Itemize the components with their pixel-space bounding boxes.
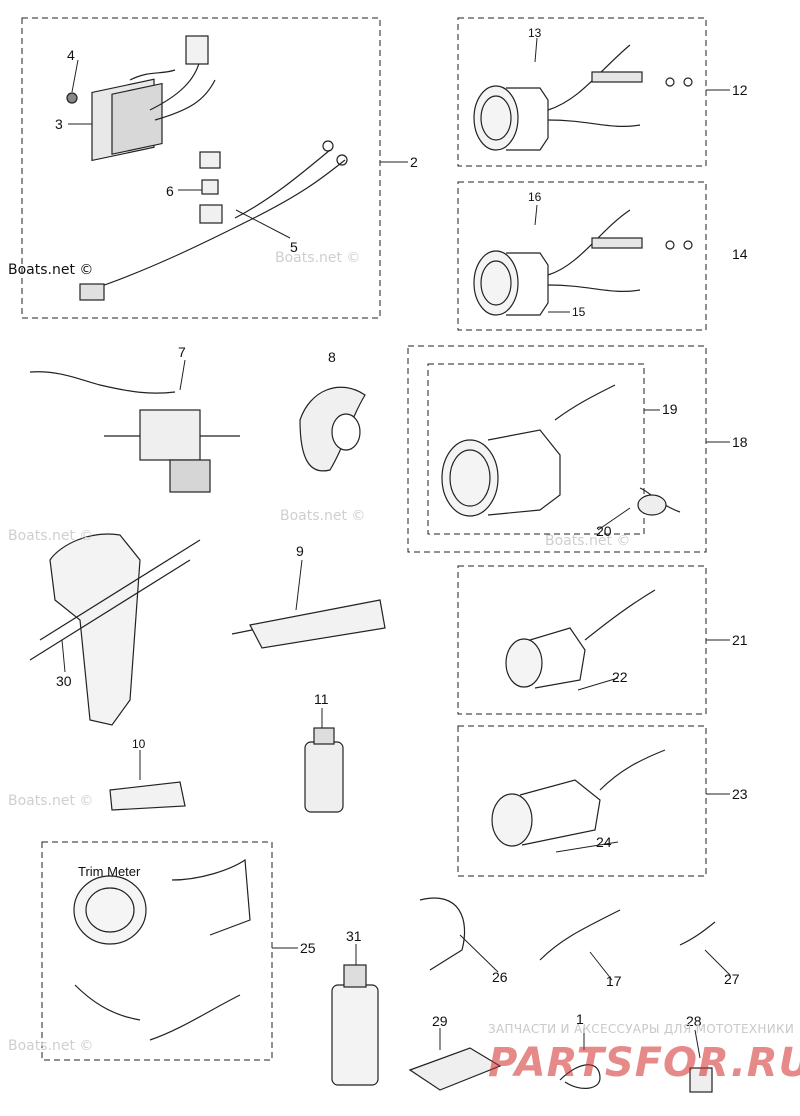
callout-22: 22 [612,669,628,685]
callout-12: 12 [732,82,748,98]
watermark-5: Boats.net © [8,793,93,809]
callout-26: 26 [492,969,508,985]
callout-20: 20 [596,523,612,539]
callout-15: 15 [572,305,586,319]
callout-23: 23 [732,786,748,802]
callout-18: 18 [732,434,748,450]
gauge-18-drawing [441,384,681,517]
callout-10: 10 [132,737,146,751]
watermark-4: Boats.net © [280,508,365,524]
callout-25: 25 [300,940,316,956]
rectifier-harness-drawing [66,35,348,301]
callout-30: 30 [56,673,72,689]
partsfor-brand-watermark: ЗАПЧАСТИ И АКСЕССУАРЫ ДЛЯ МОТОТЕХНИКИ PA… [488,1018,800,1098]
callout-27: 27 [724,971,740,987]
callout-21: 21 [732,632,748,648]
callout-19: 19 [662,401,678,417]
misc-parts-drawing [29,371,716,1093]
callout-17: 17 [606,973,622,989]
leader-lines [61,37,731,1059]
watermark-7: Boats.net © [8,1038,93,1054]
box-item-21 [457,565,707,715]
callout-4: 4 [67,47,75,63]
brand-tagline: ЗАПЧАСТИ И АКСЕССУАРЫ ДЛЯ МОТОТЕХНИКИ [488,1022,795,1036]
box-item-19 [427,363,645,535]
watermark-6: Boats.net © [545,533,630,549]
watermark-3: Boats.net © [8,528,93,544]
callout-2: 2 [410,154,418,170]
callout-8: 8 [328,349,336,365]
callout-29: 29 [432,1013,448,1029]
callout-7: 7 [178,344,186,360]
callouts: 1 2 3 4 5 6 7 8 9 10 11 12 13 14 15 16 1… [55,26,748,1029]
callout-6: 6 [166,183,174,199]
callout-14: 14 [732,246,748,262]
callout-1: 1 [576,1011,584,1027]
box-item-23 [457,725,707,877]
box-item-25 [41,841,273,1061]
box-item-2 [21,17,381,319]
watermark-2: Boats.net © [275,250,360,266]
callout-9: 9 [296,543,304,559]
callout-31: 31 [346,928,362,944]
box-item-14 [457,181,707,331]
callout-3: 3 [55,116,63,132]
callout-13: 13 [528,26,542,40]
callout-11: 11 [314,691,329,707]
group-boxes [21,17,707,1061]
callout-28: 28 [686,1013,702,1029]
watermark-1: Boats.net © [8,262,93,278]
box-item-18 [407,345,707,553]
gauge-drawings [473,44,693,316]
callout-24: 24 [596,834,612,850]
callout-16: 16 [528,190,542,204]
callout-5: 5 [290,239,298,255]
box-item-12 [457,17,707,167]
trim-meter-label: Trim Meter [78,864,141,879]
brand-logo: PARTSFOR.RU [488,1040,800,1086]
gauge-21-23-drawing [491,589,666,847]
